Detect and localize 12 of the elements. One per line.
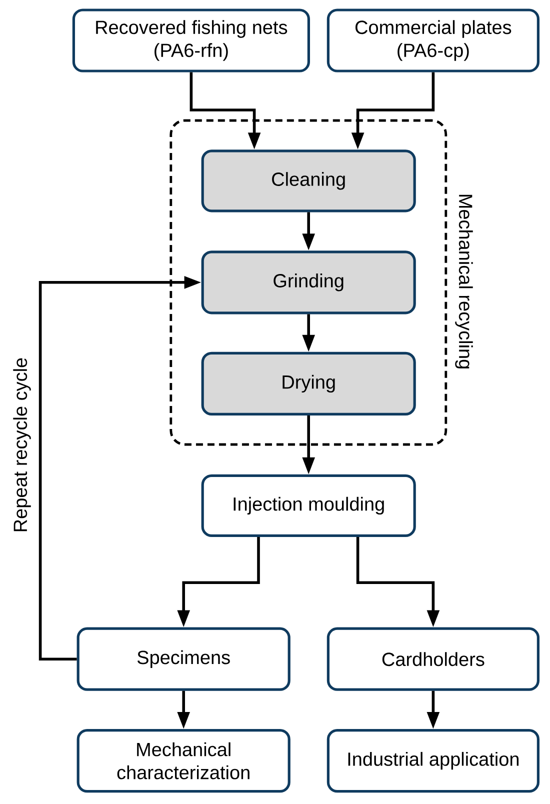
group-label: Mechanical recycling (455, 194, 473, 368)
process-box: Cleaning (201, 150, 416, 212)
process-box: Specimens (76, 627, 290, 691)
input-box: Recovered fishing nets (PA6-rfn) (72, 8, 310, 72)
process-box: Grinding (201, 250, 416, 314)
process-box: Injection moulding (201, 474, 416, 537)
edge-label: Repeat recycle cycle (11, 355, 33, 535)
input-box: Commercial plates (PA6-cp) (326, 8, 540, 72)
output-box: Industrial application (326, 729, 540, 793)
output-box: Mechanical characterization (76, 729, 290, 793)
process-box: Drying (201, 352, 416, 416)
process-box: Cardholders (326, 627, 540, 691)
